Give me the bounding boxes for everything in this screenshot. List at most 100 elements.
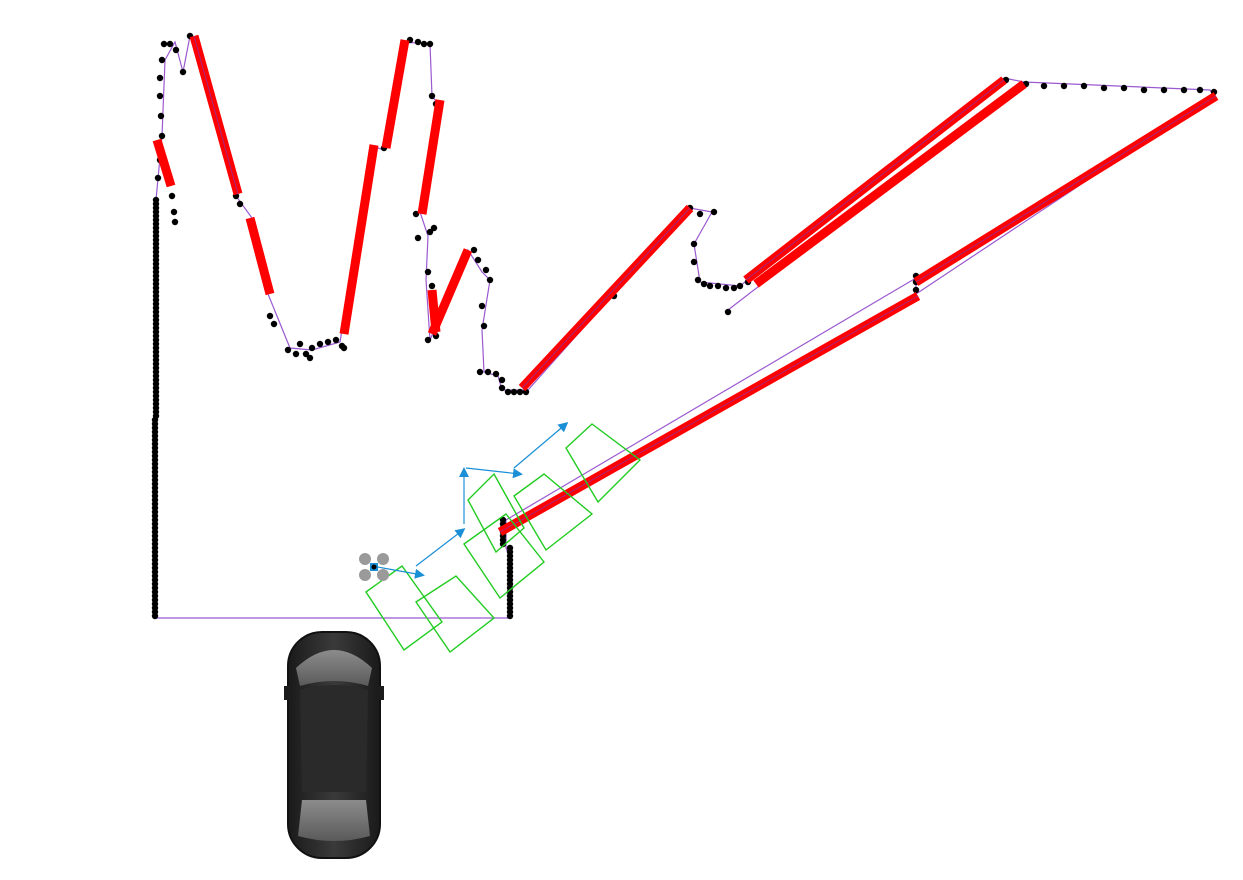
candidate-region: [415, 575, 496, 654]
scan-point: [324, 338, 332, 346]
scan-point: [160, 40, 168, 48]
scan-point: [170, 208, 178, 216]
scan-point: [168, 192, 176, 200]
scan-point: [426, 40, 434, 48]
candidate-region: [467, 472, 525, 554]
scan-point: [430, 224, 438, 232]
quadcopter-icon: [359, 553, 389, 581]
scan-point: [296, 340, 304, 348]
scan-point: [506, 612, 514, 620]
scan-point: [424, 336, 432, 344]
scan-point: [284, 346, 292, 354]
sample-path: [371, 422, 569, 579]
scan-point: [1060, 82, 1068, 90]
scan-point: [480, 322, 488, 330]
wall-segment: [381, 39, 410, 149]
scan-point: [498, 376, 506, 384]
scan-point: [516, 388, 524, 396]
scan-point: [428, 282, 436, 290]
path-arrow: [371, 565, 425, 579]
scan-point: [179, 68, 187, 76]
scan-point: [266, 312, 274, 320]
scan-point: [166, 40, 174, 48]
candidate-region: [513, 473, 594, 552]
scan-point: [308, 344, 316, 352]
scan-point: [486, 276, 494, 284]
scan-point: [696, 210, 704, 218]
scan-point: [690, 258, 698, 266]
scan-point: [414, 234, 422, 242]
scan-point: [236, 200, 244, 208]
scan-point: [706, 282, 714, 290]
scan-points: [151, 32, 1218, 620]
scan-point: [412, 210, 420, 218]
wall-segment: [417, 99, 445, 215]
scan-point: [730, 284, 738, 292]
scan-point: [482, 266, 490, 274]
scan-point: [724, 308, 732, 316]
scan-point: [332, 336, 340, 344]
wall-segment: [753, 80, 1027, 288]
scan-point: [157, 112, 165, 120]
scan-point: [1080, 82, 1088, 90]
scan-point: [156, 92, 164, 100]
scan-point: [700, 280, 708, 288]
scan-point: [151, 612, 159, 620]
scan-point: [270, 320, 278, 328]
wall-segment: [245, 216, 275, 296]
scan-point: [474, 256, 482, 264]
scan-point: [306, 354, 314, 362]
scan-point: [428, 92, 436, 100]
scan-point: [499, 540, 507, 548]
scan-point: [1160, 86, 1168, 94]
scan-point: [172, 46, 180, 54]
scan-point: [1040, 82, 1048, 90]
scan-point: [478, 302, 486, 310]
wall-segment: [339, 144, 379, 335]
scan-point: [722, 284, 730, 292]
scan-point: [714, 282, 722, 290]
scan-point: [690, 240, 698, 248]
scan-point: [470, 246, 478, 254]
scan-point: [510, 388, 518, 396]
candidate-region: [365, 565, 443, 652]
scan-point: [1120, 84, 1128, 92]
scan-point: [736, 282, 744, 290]
path-arrow: [465, 467, 523, 479]
scan-point: [694, 276, 702, 284]
scan-point: [414, 38, 422, 46]
car-top-view-icon: [284, 631, 384, 859]
scan-point: [292, 350, 300, 358]
scan-point: [1140, 86, 1148, 94]
scan-point: [316, 340, 324, 348]
scan-point: [171, 218, 179, 226]
path-arrow: [513, 422, 569, 469]
wall-segment: [152, 138, 176, 188]
scan-point: [912, 286, 920, 294]
scan-point: [1196, 86, 1204, 94]
scan-outline: [154, 35, 1215, 619]
scan-point: [426, 228, 434, 236]
detected-walls: [152, 34, 1219, 536]
scan-point: [492, 370, 500, 378]
scan-point: [340, 344, 348, 352]
scan-point: [522, 388, 530, 396]
wall-segment: [427, 248, 473, 336]
scan-point: [498, 384, 506, 392]
scan-point: [420, 40, 428, 48]
scan-point: [710, 208, 718, 216]
scan-point: [158, 56, 166, 64]
scan-point: [1180, 86, 1188, 94]
scan-point: [476, 368, 484, 376]
candidate-region: [463, 513, 545, 600]
candidate-regions: [365, 423, 642, 654]
scan-point: [484, 368, 492, 376]
scan-point: [154, 174, 162, 182]
scan-point: [156, 74, 164, 82]
scan-point: [302, 350, 310, 358]
scan-point: [424, 268, 432, 276]
candidate-region: [565, 423, 642, 504]
scan-point: [1100, 84, 1108, 92]
path-arrow: [415, 528, 466, 567]
